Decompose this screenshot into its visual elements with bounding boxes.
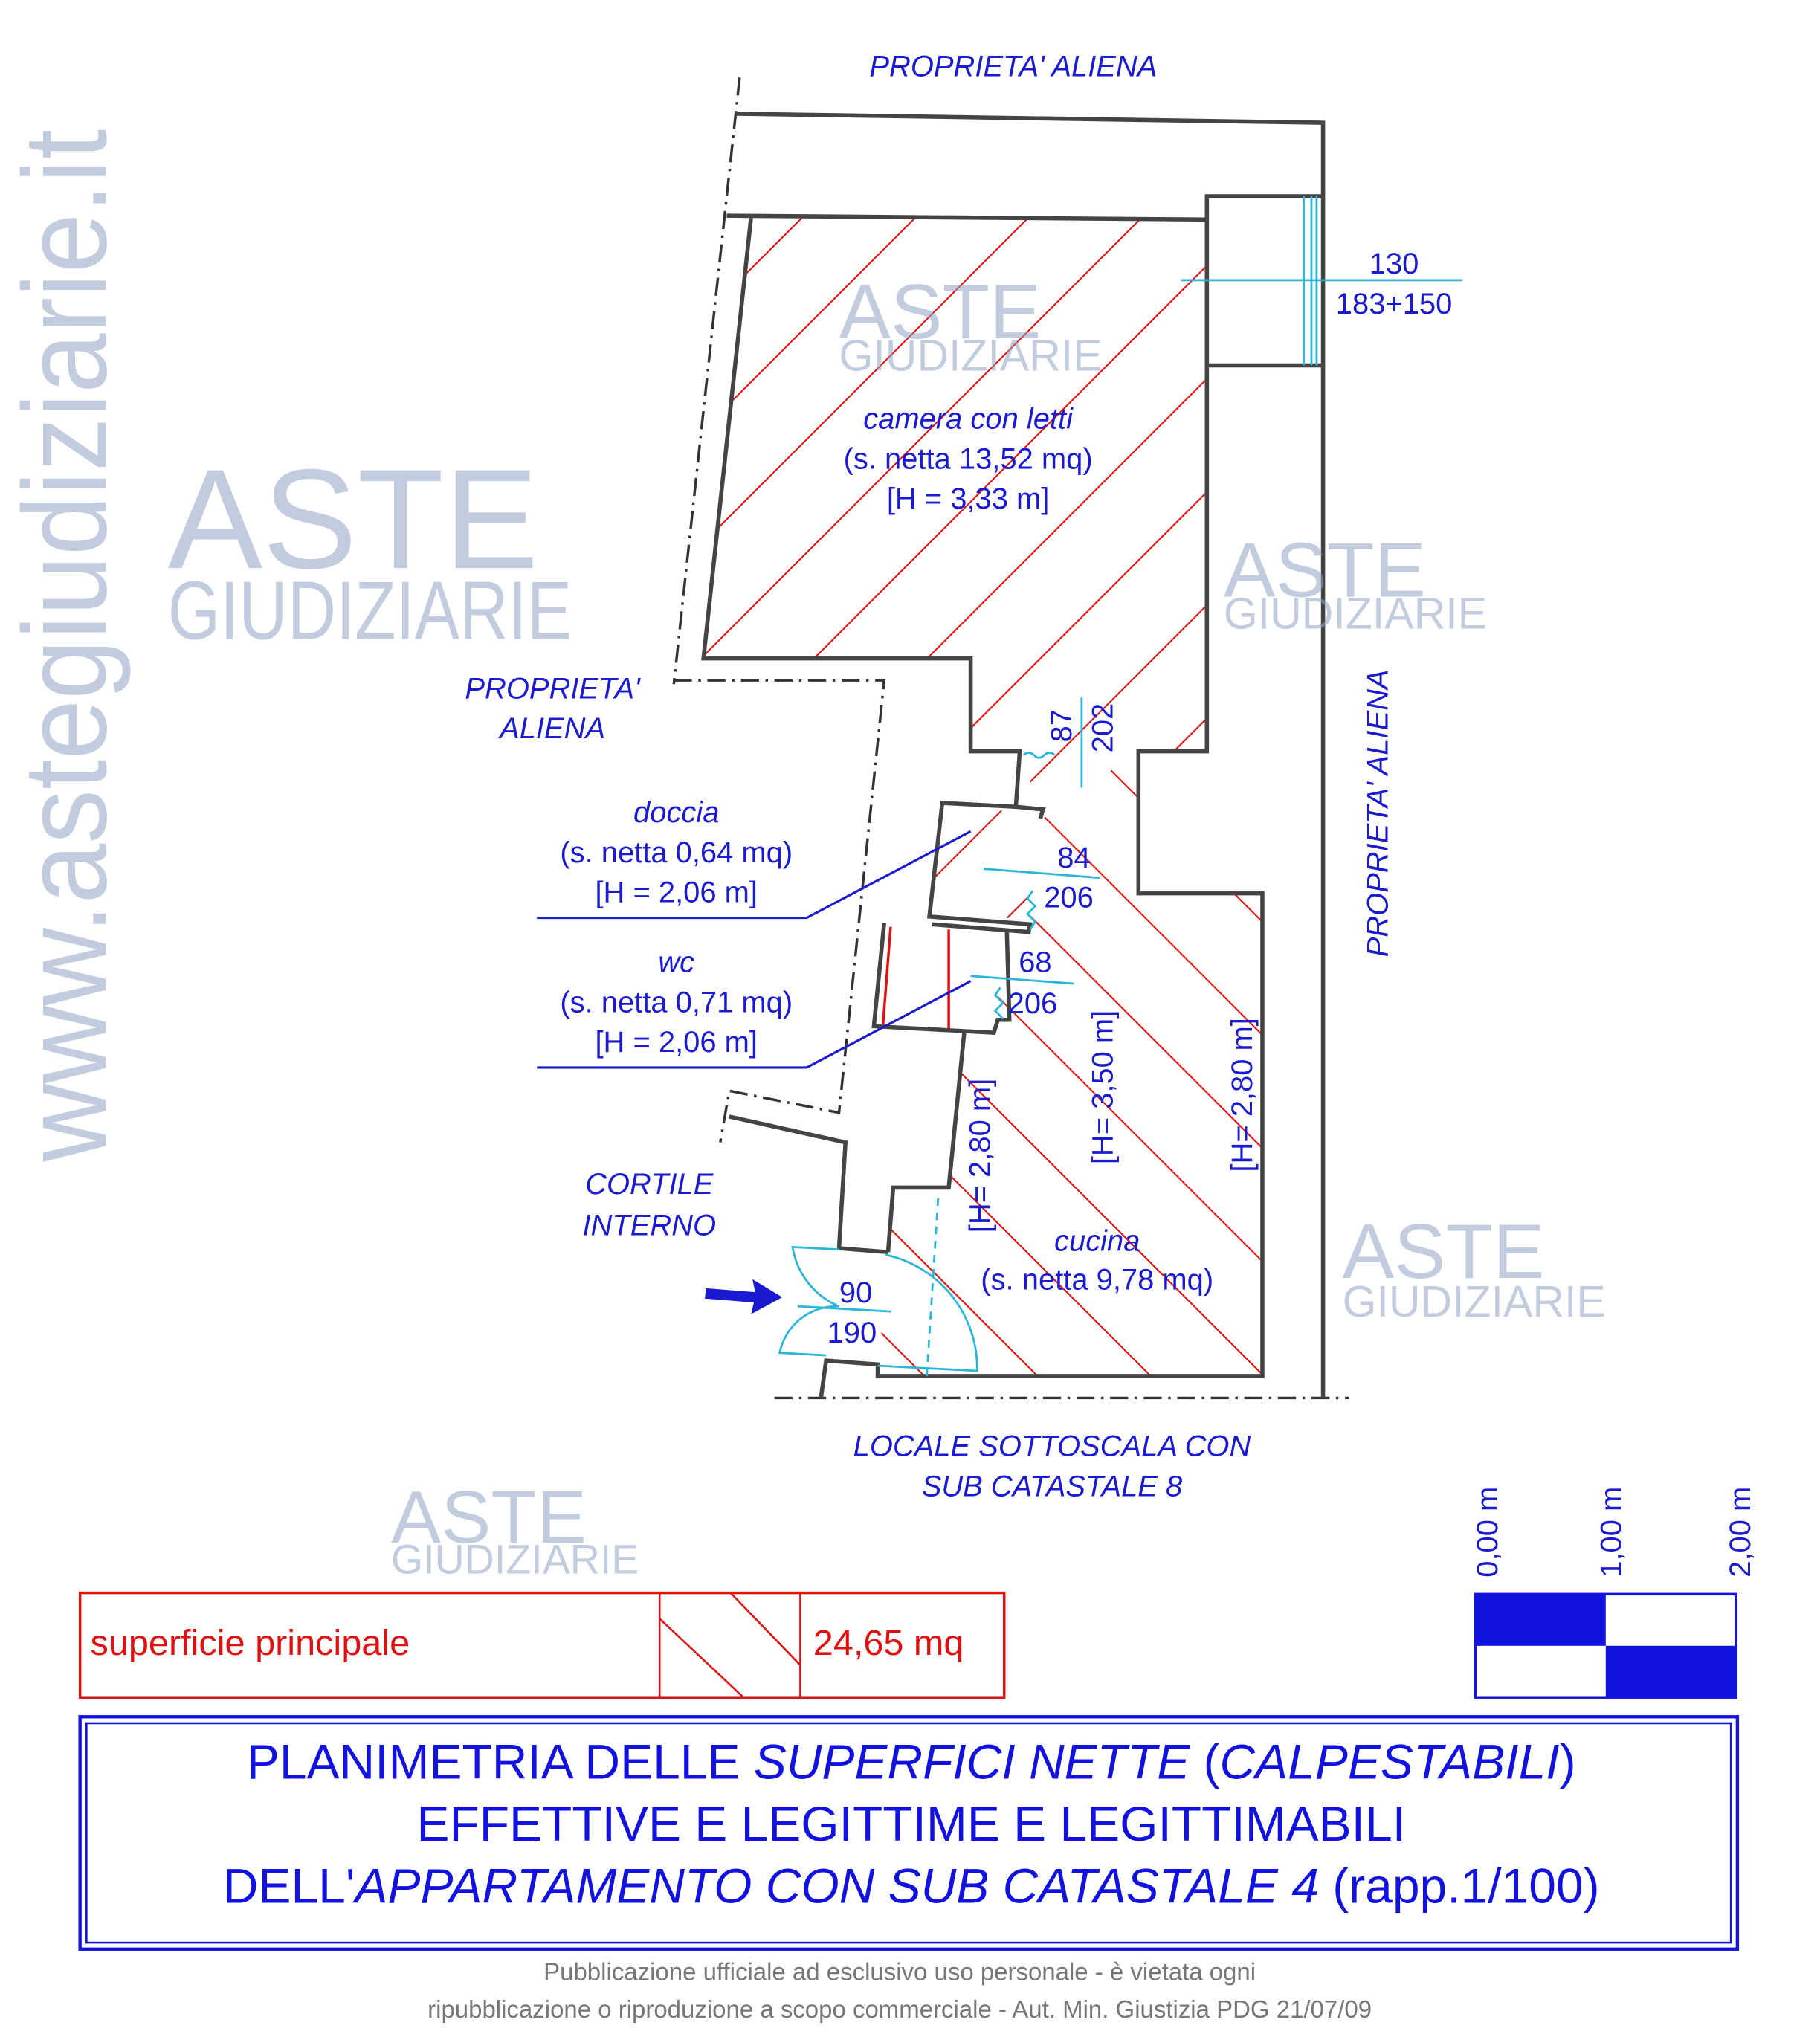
- title-line-3: DELL'APPARTAMENTO CON SUB CATASTALE 4 (r…: [223, 1858, 1600, 1913]
- svg-text:0,00 m: 0,00 m: [1471, 1487, 1504, 1578]
- svg-text:ASTE: ASTE: [1343, 1209, 1545, 1295]
- svg-text:GIUDIZIARIE: GIUDIZIARIE: [839, 331, 1103, 380]
- svg-text:GIUDIZIARIE: GIUDIZIARIE: [1224, 590, 1487, 639]
- title-block: PLANIMETRIA DELLE SUPERFICI NETTE (CALPE…: [78, 1715, 1740, 1951]
- svg-text:ASTE: ASTE: [168, 440, 539, 598]
- svg-text:ASTE: ASTE: [1224, 527, 1426, 613]
- svg-text:ASTE: ASTE: [839, 269, 1042, 355]
- svg-text:87: 87: [1045, 709, 1078, 742]
- svg-text:(s. netta 0,64 mq): (s. netta 0,64 mq): [560, 836, 793, 869]
- title-line-1: PLANIMETRIA DELLE SUPERFICI NETTE (CALPE…: [247, 1734, 1576, 1789]
- svg-text:GIUDIZIARIE: GIUDIZIARIE: [391, 1537, 639, 1583]
- svg-text:ASTE: ASTE: [391, 1476, 587, 1559]
- label-sottoscala: LOCALE SOTTOSCALA CON: [853, 1430, 1251, 1463]
- svg-text:cucina: cucina: [1054, 1225, 1140, 1258]
- kitchen-hatch: [877, 751, 1262, 1376]
- room-camera: camera con letti (s. netta 13,52 mq) [H …: [844, 403, 1093, 516]
- title-line-2: EFFETTIVE E LEGITTIME E LEGITTIMABILI: [416, 1796, 1406, 1851]
- footer-line-2: ripubblicazione o riproduzione a scopo c…: [427, 1995, 1372, 2023]
- watermark-aste-5: ASTE GIUDIZIARIE: [391, 1476, 639, 1583]
- watermark-url: www.astegiudiziarie.it: [0, 129, 131, 1163]
- watermark-aste-2: ASTE GIUDIZIARIE: [1224, 527, 1487, 638]
- svg-text:68: 68: [1019, 946, 1051, 978]
- walls: [701, 112, 1326, 1398]
- label-sottoscala-2: SUB CATASTALE 8: [922, 1470, 1183, 1502]
- svg-text:2,00 m: 2,00 m: [1724, 1487, 1757, 1578]
- watermark-aste-1: ASTE GIUDIZIARIE: [839, 269, 1103, 380]
- svg-text:[H= 2,80 m]: [H= 2,80 m]: [1226, 1018, 1259, 1172]
- svg-text:130: 130: [1369, 248, 1419, 280]
- room-cucina: cucina (s. netta 9,78 mq) [H= 2,80 m] [H…: [964, 1010, 1259, 1297]
- room-doccia: doccia (s. netta 0,64 mq) [H = 2,06 m]: [560, 796, 793, 909]
- label-left-property: PROPRIETA': [465, 672, 641, 705]
- svg-text:(s. netta 0,71 mq): (s. netta 0,71 mq): [560, 986, 793, 1018]
- leader-lines: [537, 830, 972, 1069]
- watermark-aste-4: ASTE GIUDIZIARIE: [1343, 1209, 1606, 1326]
- legend-label: superficie principale: [91, 1623, 410, 1663]
- svg-text:GIUDIZIARIE: GIUDIZIARIE: [168, 564, 572, 657]
- window: [1181, 196, 1463, 366]
- svg-text:(s. netta 9,78 mq): (s. netta 9,78 mq): [981, 1264, 1213, 1297]
- svg-text:206: 206: [1044, 882, 1094, 914]
- svg-text:[H = 2,06 m]: [H = 2,06 m]: [595, 1026, 758, 1059]
- svg-text:[H= 2,80 m]: [H= 2,80 m]: [964, 1079, 997, 1233]
- svg-text:90: 90: [839, 1276, 872, 1309]
- svg-text:camera con letti: camera con letti: [863, 403, 1074, 436]
- svg-text:[H= 3,50 m]: [H= 3,50 m]: [1087, 1010, 1120, 1164]
- label-right-property: PROPRIETA' ALIENA: [1361, 669, 1394, 957]
- label-cortile-2: INTERNO: [582, 1210, 716, 1242]
- svg-text:[H = 2,06 m]: [H = 2,06 m]: [595, 877, 758, 909]
- watermark-aste-3: ASTE GIUDIZIARIE: [168, 440, 572, 656]
- label-left-property-2: ALIENA: [498, 712, 605, 745]
- svg-text:202: 202: [1087, 703, 1120, 753]
- label-top-property: PROPRIETA' ALIENA: [869, 51, 1157, 83]
- doccia-hatch: [932, 805, 1033, 920]
- dimension-lines: [797, 697, 1100, 1377]
- svg-text:1,00 m: 1,00 m: [1595, 1487, 1628, 1578]
- footer-line-1: Pubblicazione ufficiale ad esclusivo uso…: [543, 1957, 1256, 1985]
- scale-bar: 0,00 m 1,00 m 2,00 m: [1471, 1487, 1757, 1699]
- entry-arrow-icon: [704, 1279, 783, 1314]
- svg-text:wc: wc: [658, 946, 694, 978]
- svg-text:84: 84: [1057, 842, 1090, 874]
- svg-text:(s. netta 13,52 mq): (s. netta 13,52 mq): [844, 442, 1093, 475]
- svg-text:190: 190: [827, 1317, 877, 1349]
- svg-text:[H = 3,33 m]: [H = 3,33 m]: [887, 482, 1050, 515]
- svg-text:183+150: 183+150: [1336, 288, 1453, 320]
- legend-value: 24,65 mq: [813, 1623, 964, 1663]
- dimension-labels: 130 183+150 87 202 84 206 68 206 90 190: [827, 248, 1453, 1349]
- svg-text:GIUDIZIARIE: GIUDIZIARIE: [1343, 1277, 1606, 1326]
- label-cortile: CORTILE: [585, 1168, 714, 1201]
- svg-text:206: 206: [1008, 987, 1058, 1020]
- property-line: [672, 77, 1349, 1400]
- svg-text:doccia: doccia: [633, 796, 719, 829]
- bedroom-hatch: [703, 216, 1207, 819]
- legend-table: superficie principale 24,65 mq: [78, 1591, 1006, 1699]
- room-wc: wc (s. netta 0,71 mq) [H = 2,06 m]: [560, 946, 793, 1059]
- wc-red-lines: [881, 926, 950, 1029]
- entry-door[interactable]: [778, 1245, 978, 1372]
